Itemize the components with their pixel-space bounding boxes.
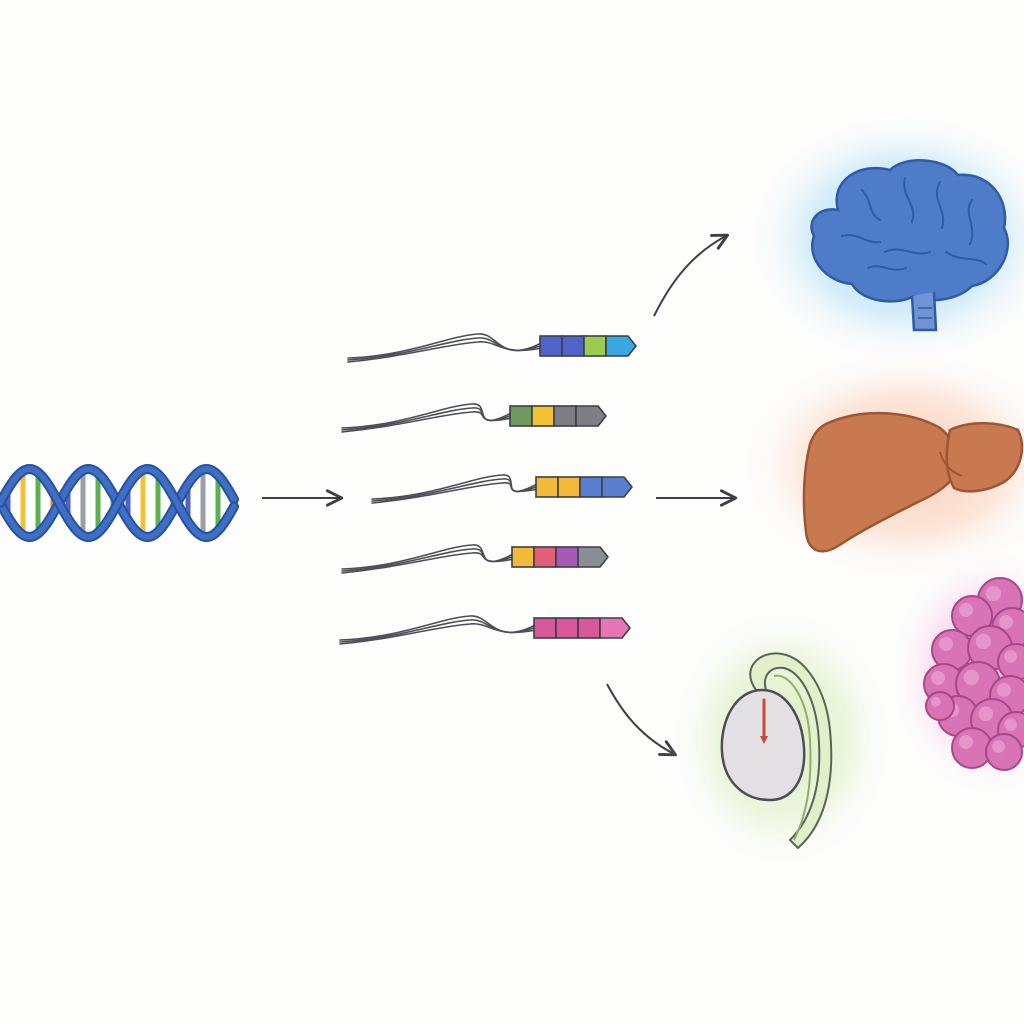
- transcript-segment: [583, 335, 607, 357]
- transcript-tail-strand: [371, 482, 537, 504]
- transcript-segment: [557, 476, 581, 498]
- cluster-lobe-highlight: [997, 683, 1011, 697]
- seed-organ-icon: [670, 606, 894, 870]
- transcript-segment: [511, 546, 535, 568]
- liver-icon: [740, 350, 1024, 580]
- cluster-lobe-highlight: [963, 669, 980, 686]
- transcript-segment: [553, 405, 577, 427]
- brain-icon: [745, 110, 1024, 366]
- cluster-lobe-highlight: [959, 603, 973, 617]
- cluster-lobe-highlight: [985, 585, 1002, 602]
- transcript-segment: [555, 617, 579, 639]
- transcript-segment: [575, 405, 607, 427]
- transcript-tail-strand: [341, 552, 513, 574]
- transcript-tail-strand: [341, 411, 511, 433]
- transcript-tail-strand: [347, 341, 541, 363]
- cluster-lobe: [925, 691, 955, 721]
- transcript-segment: [561, 335, 585, 357]
- cluster-lobe-highlight: [1004, 650, 1017, 663]
- rna-transcript-icon: [347, 333, 637, 363]
- cluster-lobe-highlight: [930, 696, 941, 707]
- transcript-tail-strand: [339, 623, 535, 645]
- cluster-lobe: [985, 733, 1023, 771]
- cluster-lobe-highlight: [975, 633, 992, 650]
- transcript-segment: [533, 546, 557, 568]
- transcript-segment: [599, 617, 631, 639]
- transcript-segment: [577, 546, 609, 568]
- dna-double-helix-icon: [0, 463, 239, 543]
- cluster-lobe-highlight: [999, 615, 1013, 629]
- transcripts-group: [339, 333, 637, 645]
- transcript-segment: [601, 476, 633, 498]
- transcript-tail-strand: [347, 333, 541, 359]
- transcript-segment: [605, 335, 637, 357]
- cluster-lobe-highlight: [992, 740, 1005, 753]
- dna-backbone: [0, 465, 237, 541]
- cluster-lobe-highlight: [931, 671, 945, 685]
- transcript-segment: [533, 617, 557, 639]
- tissue-cluster-icon: [890, 547, 1024, 797]
- arrow-curved-up-to-brain: [653, 233, 730, 317]
- transcript-segment: [577, 617, 601, 639]
- cluster-lobe-highlight: [1004, 718, 1017, 731]
- cluster-lobe-highlight: [978, 706, 994, 722]
- rna-transcript-icon: [339, 615, 631, 645]
- transcript-segment: [555, 546, 579, 568]
- cluster-lobe-highlight: [959, 735, 973, 749]
- transcript-segment: [539, 335, 563, 357]
- transcript-segment: [535, 476, 559, 498]
- rna-transcript-icon: [341, 403, 607, 433]
- transcript-segment: [531, 405, 555, 427]
- transcript-segment: [509, 405, 533, 427]
- transcript-segment: [579, 476, 603, 498]
- cluster-lobe-highlight: [939, 637, 953, 651]
- arrow-curved-down-to-seed-organ: [606, 683, 678, 757]
- rna-transcript-icon: [371, 474, 633, 504]
- rna-transcript-icon: [341, 544, 609, 574]
